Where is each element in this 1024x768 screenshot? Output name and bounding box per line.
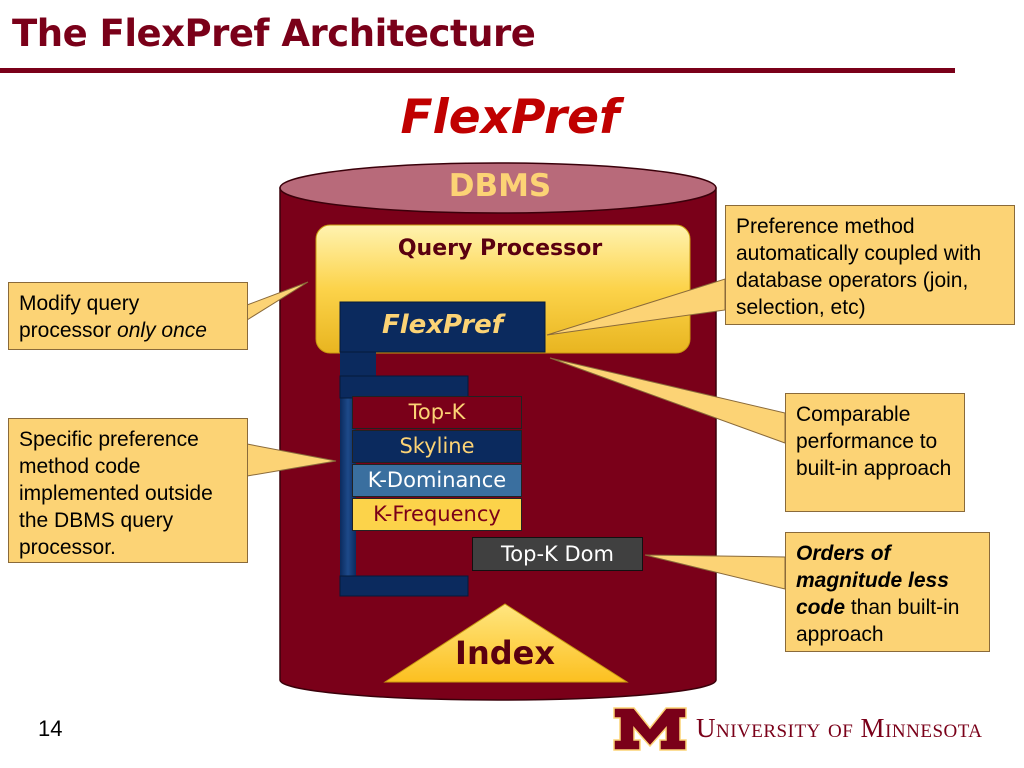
callout-modify-emphasis: only once [117,319,207,342]
callout-orders-emphasis: Orders of magnitude less code [796,542,949,619]
callout-orders-text: than built-in approach [796,596,960,646]
callout-preference-coupling: Preference method automatically coupled … [725,205,1015,325]
index-triangle [383,603,629,683]
flexpref-label: FlexPref [381,310,504,340]
method-top-k: Top-K [352,396,522,429]
callout-orders-of-magnitude: Orders of magnitude less code than built… [785,532,990,652]
flexpref-box [339,301,546,353]
university-name-text: University of Minnesota [696,713,983,743]
callout-specific-method-code: Specific preference method code implemen… [8,418,248,563]
page-number: 14 [38,716,63,741]
callout-modify-query-processor: Modify query processor only once [8,282,248,350]
method-k-dominance: K-Dominance [352,464,522,497]
university-m-logo [613,707,687,751]
callout-modify-text: Modify query processor [19,292,140,342]
slide-title: The FlexPref Architecture [12,12,536,55]
callout-pointers [246,278,786,590]
dbms-label: DBMS [448,168,552,204]
method-k-frequency: K-Frequency [352,498,522,531]
flexpref-heading: FlexPref [400,90,620,145]
query-processor-label: Query Processor [397,236,603,261]
index-label: Index [455,634,555,672]
title-rule [0,68,955,73]
method-skyline: Skyline [352,430,522,463]
callout-comparable-performance: Comparable performance to built-in appro… [785,393,965,512]
university-name: University of Minnesota [696,713,983,744]
method-top-k-dom: Top-K Dom [472,537,643,571]
